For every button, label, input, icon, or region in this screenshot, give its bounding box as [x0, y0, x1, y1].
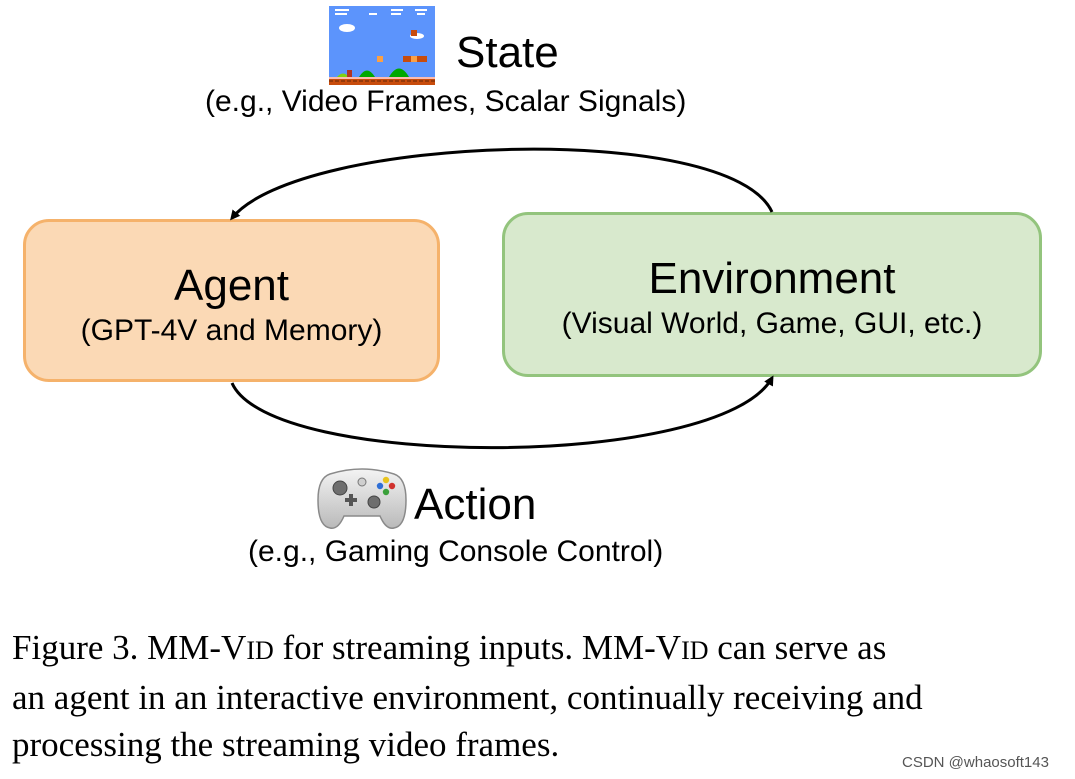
agent-box: Agent (GPT-4V and Memory) — [23, 219, 440, 382]
caption-line-3: processing the streaming video frames. — [12, 725, 560, 764]
agent-title: Agent — [174, 261, 289, 310]
state-subtitle: (e.g., Video Frames, Scalar Signals) — [205, 85, 687, 118]
caption-line-1: Figure 3. MM-VID for streaming inputs. M… — [12, 624, 1064, 674]
figure-caption: Figure 3. MM-VID for streaming inputs. M… — [12, 624, 1064, 768]
game-screenshot-icon — [329, 6, 435, 85]
environment-subtitle: (Visual World, Game, GUI, etc.) — [561, 307, 983, 340]
caption-line-2: an agent in an interactive environment, … — [12, 678, 923, 717]
state-arrow — [230, 147, 774, 221]
caption-smallcaps: ID — [246, 636, 274, 665]
environment-title: Environment — [648, 254, 896, 303]
game-controller-icon — [316, 460, 408, 532]
action-arrow — [230, 375, 774, 450]
action-subtitle: (e.g., Gaming Console Control) — [248, 535, 664, 568]
caption-text: for streaming inputs. MM-V — [273, 628, 682, 667]
game-controller-graphic — [317, 468, 407, 529]
environment-box: Environment (Visual World, Game, GUI, et… — [502, 212, 1042, 377]
game-screenshot-graphic — [329, 6, 435, 85]
caption-text: Figure 3. MM-V — [12, 628, 247, 667]
state-title: State — [456, 28, 559, 77]
watermark: CSDN @whaosoft143 — [902, 754, 1049, 771]
caption-smallcaps: ID — [681, 636, 709, 665]
action-title: Action — [414, 480, 537, 529]
agent-subtitle: (GPT-4V and Memory) — [80, 314, 383, 347]
caption-text: can serve as — [708, 628, 887, 667]
